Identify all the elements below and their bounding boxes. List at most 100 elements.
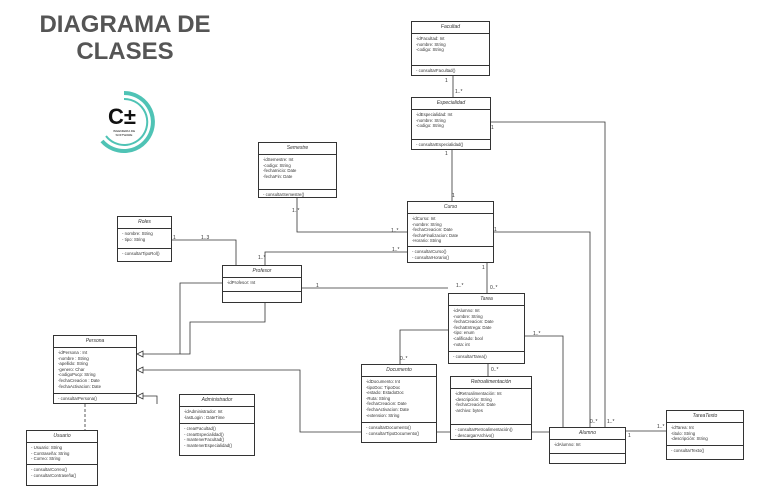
multiplicity: 0..*	[491, 367, 499, 373]
attribute: -codigo: String	[263, 162, 291, 168]
methods: - consultarTarea()	[449, 352, 524, 362]
attribute: -idAlumno: Int	[453, 308, 480, 313]
class-name: Curso	[408, 202, 493, 214]
attribute: -idAlumno: Int	[554, 442, 581, 447]
inheritance-profesor-persona	[137, 303, 266, 355]
attribute: -nombre : String	[58, 355, 89, 361]
attribute: -fechaInicio: Date	[263, 168, 297, 174]
method: - mantenerEspecialidad()	[184, 442, 233, 448]
attribute: -fechaActivacion: Date	[58, 383, 101, 389]
class-name: Roles	[118, 217, 171, 229]
class-facultad[interactable]: Facultad -idFacultad: Int -nombre: Strin…	[411, 21, 490, 76]
attribute: -fechaCreacion: Date	[412, 227, 453, 233]
attribute: -fechaFin: Date	[263, 173, 293, 179]
attribute: -tipoDoc: TipoDoc	[366, 384, 401, 390]
attribute: -idRetroalimentación: Int	[455, 391, 502, 396]
attribute: -idSemestre: Int	[263, 157, 294, 162]
class-name: Especialidad	[412, 98, 490, 110]
attribute: -idDocumento: Int	[366, 379, 400, 384]
method: - consultarEspecialidad()	[416, 142, 464, 147]
attribute: -extension: String	[366, 412, 400, 418]
attributes: -idAlumno: Int -nombre: String -fechaCre…	[449, 306, 524, 352]
multiplicity: 1	[482, 265, 485, 271]
attribute: -idFacultad: Int	[416, 36, 445, 41]
assoc-profesor-curso	[264, 251, 407, 265]
multiplicity: 0..*	[590, 419, 598, 425]
attribute: -codigo: String	[416, 47, 444, 53]
multiplicity: 1..*	[533, 331, 541, 337]
diagram-title-line2: CLASES	[76, 38, 174, 65]
attribute: -descripción: String	[455, 396, 492, 402]
attributes: -idEspecialidad: Int -nombre: String -co…	[412, 110, 490, 140]
class-semestre[interactable]: Semestre -idSemestre: Int -codigo: Strin…	[258, 142, 337, 198]
attribute: -idPersona : Int	[58, 350, 88, 355]
class-curso[interactable]: Curso -idCurso: Int -nombre: String -fec…	[407, 201, 494, 263]
attribute: - Contraseña: String	[31, 450, 70, 456]
class-profesor[interactable]: Profesor -idProfesor: Int	[222, 265, 302, 303]
multiplicity: 1	[494, 227, 497, 233]
attribute: -fechaActivacion: Date	[366, 406, 409, 412]
attribute: -nombre: String	[416, 41, 446, 47]
multiplicity: 1	[316, 283, 319, 289]
method: - crearFacultad()	[184, 426, 216, 431]
method: - descargarArchivo()	[455, 432, 494, 438]
multiplicity: 1..*	[292, 208, 300, 214]
assoc-especialidad-alumno	[491, 121, 606, 427]
class-alumno[interactable]: Alumno -idAlumno: Int	[549, 427, 626, 464]
inheritance-profesor-persona-branch	[179, 282, 222, 354]
multiplicity: 1	[491, 125, 494, 131]
class-usuario[interactable]: Usuario - Usuario: String - Contraseña: …	[26, 430, 98, 486]
method: - consultarTarea()	[453, 354, 487, 359]
method: - consultarContraseña()	[31, 472, 77, 478]
class-especialidad[interactable]: Especialidad -idEspecialidad: Int -nombr…	[411, 97, 491, 150]
methods: - consultarFacultad()	[412, 66, 489, 76]
method: - consultarTipoDocumento()	[366, 430, 420, 436]
attributes: -idRetroalimentación: Int -descripción: …	[451, 389, 531, 425]
methods: - consultarTexto()	[667, 446, 743, 456]
method: - consultarHorario()	[412, 254, 450, 260]
attribute: -fechaCreacion: Date	[366, 401, 407, 407]
class-roles[interactable]: Roles - nombre: String - tipo: String - …	[117, 216, 172, 262]
methods: - consultarTipoRol()	[118, 249, 171, 259]
attribute: -archivo: bytes	[455, 407, 483, 413]
attribute: - tipo: String	[122, 236, 146, 242]
class-tarea[interactable]: Tarea -idAlumno: Int -nombre: String -fe…	[448, 293, 525, 364]
class-name: Facultad	[412, 22, 489, 34]
class-retroalimentacion[interactable]: Retroalimentación -idRetroalimentación: …	[450, 376, 532, 440]
attribute: -idTarea: Int	[671, 425, 694, 430]
ingenieria-software-logo: C± INGENIERIA DE SOFTWARE	[100, 91, 155, 153]
attributes: -idCurso: Int -nombre: String -fechaCrea…	[408, 214, 493, 247]
multiplicity: 1..*	[607, 419, 615, 425]
class-name: Administrador	[180, 395, 254, 407]
attributes: -idTarea: Int -titulo: String -descripci…	[667, 423, 743, 446]
attribute: -descripción: String	[671, 436, 708, 442]
class-documento[interactable]: Documento -idDocumento: Int -tipoDoc: Ti…	[361, 364, 437, 443]
multiplicity: 1	[445, 151, 448, 157]
assoc-curso-alumno	[494, 231, 591, 427]
method: - crearEspecialidad()	[184, 431, 224, 437]
class-name: Profesor	[223, 266, 301, 278]
attribute: -nombre: String	[412, 221, 442, 227]
method: - consultarPersona()	[58, 396, 97, 401]
attribute: - nombre: String	[122, 231, 153, 236]
assoc-tarea-alumno	[525, 335, 564, 427]
method: - consultarCurso()	[412, 249, 447, 254]
method: - consultarSemestre()	[263, 192, 305, 197]
attribute: -idProfesor: Int	[227, 280, 256, 285]
methods: - consultarEspecialidad()	[412, 140, 490, 150]
attributes: -idSemestre: Int -codigo: String -fechaI…	[259, 155, 336, 190]
class-tarea-texto[interactable]: TareaTexto -idTarea: Int -titulo: String…	[666, 410, 744, 460]
inheritance-administrador-persona	[137, 395, 158, 404]
method: - consultarRetroalimentación()	[455, 427, 513, 432]
class-persona[interactable]: Persona -idPersona : Int -nombre : Strin…	[53, 335, 137, 404]
methods: - crearFacultad() - crearEspecialidad() …	[180, 424, 254, 450]
attributes: - nombre: String - tipo: String	[118, 229, 171, 249]
attribute: -fechaCreacion: Date	[453, 319, 494, 325]
attribute: -calificado: bool	[453, 335, 483, 341]
multiplicity: 1..3	[201, 235, 210, 241]
attribute: -lastLogin : DateTime	[184, 414, 225, 420]
class-name: Tarea	[449, 294, 524, 306]
multiplicity: 1	[445, 78, 448, 84]
class-name: Persona	[54, 336, 136, 348]
class-administrador[interactable]: Administrador -idAdministrador: Int -las…	[179, 394, 255, 456]
